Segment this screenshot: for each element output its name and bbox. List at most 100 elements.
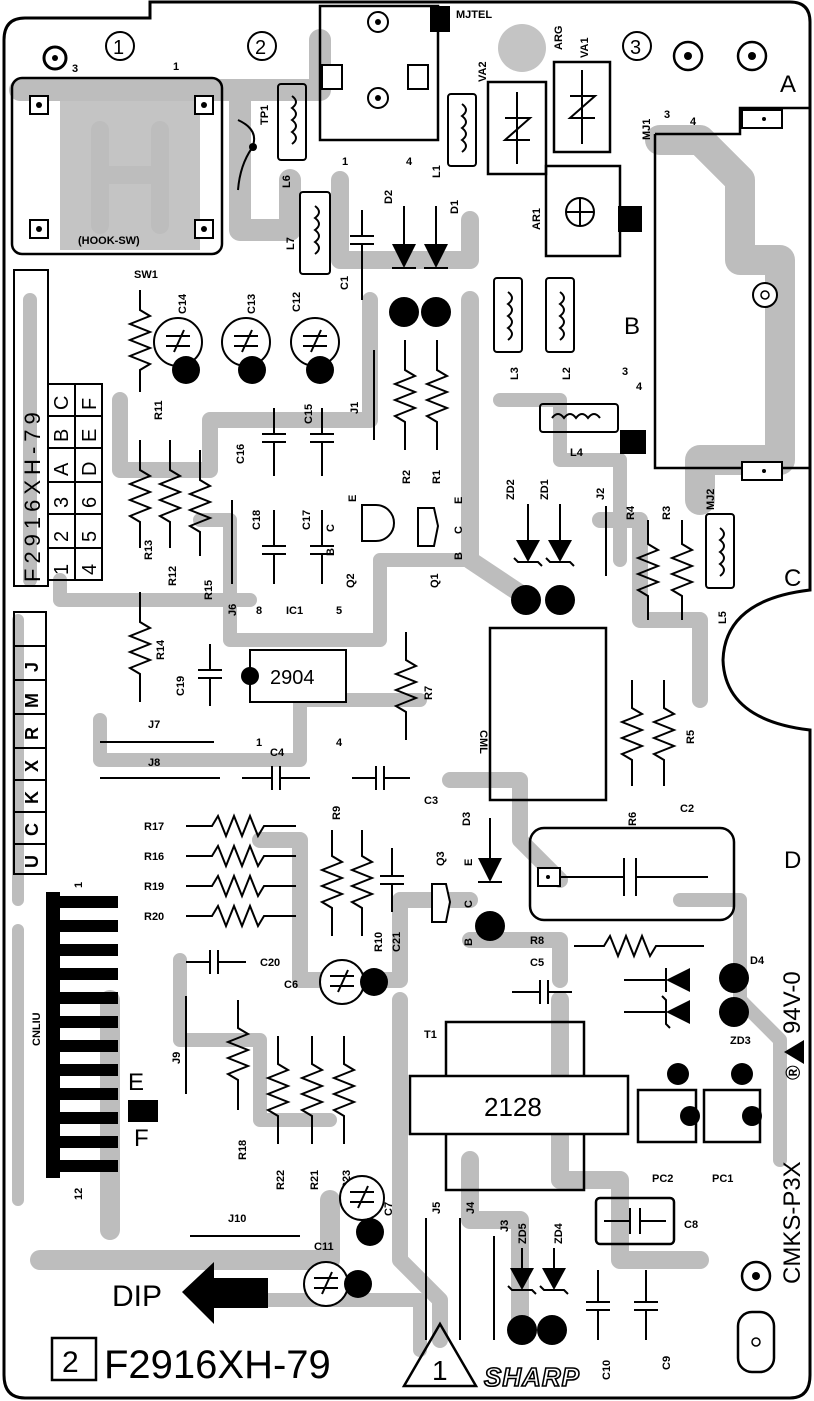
l4-outline xyxy=(539,403,619,433)
hook-pad-dot-bl xyxy=(36,226,42,232)
mjtel-pin-4: 4 xyxy=(406,156,413,168)
r15-label: R15 xyxy=(203,580,215,600)
q1-pin-b: B xyxy=(453,552,465,560)
d4: D4 xyxy=(624,955,765,993)
option-cell-f: F xyxy=(79,398,101,410)
l6-outline xyxy=(277,83,307,161)
r9-zigzag xyxy=(319,830,345,936)
option-cell-b: B xyxy=(51,429,73,442)
l2-coil xyxy=(558,291,565,341)
zd3-label: ZD3 xyxy=(730,1035,751,1047)
l3-outline xyxy=(493,277,523,353)
q2-label: Q2 xyxy=(345,573,357,588)
l2-label: L2 xyxy=(561,367,573,380)
option-cell-d: D xyxy=(79,462,101,476)
tp1-label: TP1 xyxy=(259,105,271,125)
rating-mark: 94V-0 xyxy=(779,971,806,1034)
trace-right-3 xyxy=(493,393,627,567)
mount-slot-br-center xyxy=(751,1337,761,1347)
c17-symbol xyxy=(310,510,334,584)
region-code-box xyxy=(13,611,47,875)
trace-lower-6 xyxy=(213,1293,427,1357)
b-pin-3: 3 xyxy=(622,366,628,378)
c12-label: C12 xyxy=(291,292,303,312)
ic1-pin-8: 8 xyxy=(256,605,262,617)
l5-coil xyxy=(718,527,725,577)
l1-label: L1 xyxy=(431,165,443,178)
zd5-label: ZD5 xyxy=(517,1223,529,1244)
l4-pad xyxy=(620,430,646,454)
l7-outline xyxy=(299,191,331,275)
mjtel-pad-left xyxy=(321,64,343,90)
r15-zigzag xyxy=(187,450,213,556)
ic1-pin-4: 4 xyxy=(336,737,343,749)
l2-outline xyxy=(545,277,575,353)
r12-label: R12 xyxy=(167,566,179,586)
r2-zigzag xyxy=(392,340,418,450)
c21-symbol xyxy=(380,848,404,912)
va1-outline xyxy=(552,60,612,154)
part-number: F2916XH-79 xyxy=(104,1343,331,1387)
l6-label: L6 xyxy=(281,175,293,188)
r4-zigzag xyxy=(635,520,661,620)
l3-coil xyxy=(506,291,513,341)
corner-letter-a: A xyxy=(780,71,796,98)
trace-mid-6 xyxy=(173,953,337,1127)
cnliu-comb xyxy=(46,892,118,1178)
c10-symbol xyxy=(586,1270,610,1340)
c7: C7 xyxy=(339,1175,395,1246)
j7-label: J7 xyxy=(148,719,160,731)
r17-label: R17 xyxy=(144,821,164,833)
zd4-label: ZD4 xyxy=(553,1222,565,1244)
r11-label: R11 xyxy=(153,400,165,420)
connector-letter-f: F xyxy=(134,1125,149,1152)
pc1-pad-top xyxy=(731,1063,753,1085)
mjtel-pad-right xyxy=(407,64,429,90)
b-pin-4: 4 xyxy=(636,381,643,393)
cml-outline xyxy=(488,626,608,802)
zd4 xyxy=(537,1248,569,1345)
r22-zigzag xyxy=(265,1036,291,1144)
q3-pin-b: B xyxy=(463,938,475,946)
region-code-m: M xyxy=(22,693,42,708)
mjtel-pad-square xyxy=(430,6,450,32)
r4-label: R4 xyxy=(625,505,637,520)
c11-label: C11 xyxy=(314,1241,334,1253)
d3-label: D3 xyxy=(461,812,473,826)
material-mark: CMKS-P3X xyxy=(779,1161,806,1284)
mj1-pin-4: 4 xyxy=(690,116,697,128)
c6: C6 xyxy=(284,959,388,1005)
q1-pin-e: E xyxy=(453,497,465,504)
c1-symbol xyxy=(350,210,374,300)
q1-outline xyxy=(417,507,440,547)
mount-hole-a2-center xyxy=(748,52,756,60)
trace-mid-1 xyxy=(112,292,378,478)
screw-label: 3 xyxy=(72,63,78,75)
r10-zigzag xyxy=(349,830,375,936)
ic1-label: IC1 xyxy=(286,605,303,617)
tp1-point xyxy=(249,143,257,151)
q2-pin-e: E xyxy=(347,495,359,502)
option-grid-rows xyxy=(48,415,102,549)
option-cell-c: C xyxy=(51,396,73,410)
r22-label: R22 xyxy=(275,1170,287,1190)
c18-label: C18 xyxy=(251,510,263,530)
ar1-label: AR1 xyxy=(531,208,543,230)
t1-part: 2128 xyxy=(484,1092,542,1122)
q1-label: Q1 xyxy=(429,573,441,588)
mjtel-outline xyxy=(318,4,440,142)
q3-outline xyxy=(431,883,452,923)
option-cell-3: 3 xyxy=(51,497,73,508)
ic1-pin-5: 5 xyxy=(336,605,342,617)
c5-symbol xyxy=(512,980,572,1004)
r13-label: R13 xyxy=(143,540,155,560)
region-code-dividers xyxy=(14,645,46,845)
c18-symbol xyxy=(262,510,286,584)
option-cell-4: 4 xyxy=(79,564,101,575)
r9-label: R9 xyxy=(331,806,343,820)
left-code-area: F2916XH-79 1 2 3 A B C 4 5 6 D E F xyxy=(13,269,103,875)
d1-label: D1 xyxy=(449,200,461,214)
c3-label: C3 xyxy=(424,795,438,807)
c6-label: C6 xyxy=(284,979,298,991)
